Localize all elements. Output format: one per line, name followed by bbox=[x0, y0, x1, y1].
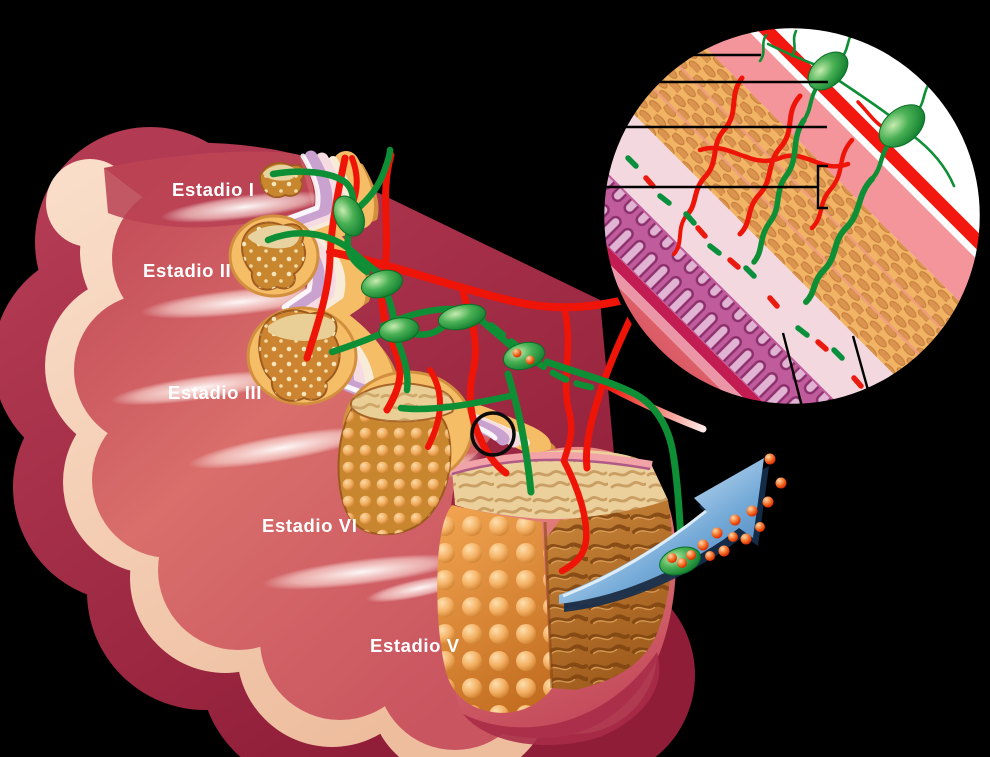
tumor5-corner-edge bbox=[543, 521, 554, 689]
lymph-vessel-dashed bbox=[466, 306, 605, 393]
lymph-vessel bbox=[384, 293, 398, 323]
tumor-cell bbox=[525, 355, 535, 365]
tumor5-mucosa-rim bbox=[450, 451, 653, 474]
layer-bracket bbox=[816, 164, 828, 210]
lymph-vessel bbox=[394, 338, 411, 394]
lymph-vessel bbox=[397, 392, 514, 413]
leader-line bbox=[781, 332, 818, 462]
label-stage-1: Estadio I bbox=[172, 179, 255, 200]
lymph-vessel bbox=[264, 230, 381, 276]
lymph-vessel-to-arrow bbox=[543, 358, 685, 550]
tumor-stage-3 bbox=[246, 306, 358, 406]
tumor5-top-texture bbox=[452, 450, 668, 520]
lymph-node bbox=[378, 317, 420, 343]
lymph-node bbox=[360, 269, 404, 299]
label-stage-3: Estadio III bbox=[168, 382, 262, 403]
inset-muscularis-line bbox=[603, 117, 896, 405]
tumor4-texture bbox=[338, 408, 451, 535]
artery-branch bbox=[583, 292, 645, 472]
artery-branch bbox=[378, 151, 404, 414]
inset-mucosa-folds bbox=[603, 81, 931, 405]
inset-lymph-nodes bbox=[758, 29, 956, 188]
label-stage-5: Estadio V bbox=[370, 635, 460, 656]
tumor5-mucosa-rim-line bbox=[451, 458, 651, 476]
tumor5-front-texture bbox=[437, 505, 552, 713]
inset-lymph-vessels bbox=[751, 117, 875, 305]
lymph-node bbox=[878, 104, 926, 148]
label-stage-2: Estadio II bbox=[143, 260, 231, 281]
metastasis-cells bbox=[667, 453, 787, 568]
inset-vessel-dashes bbox=[625, 155, 879, 405]
inset-mucosa-rim bbox=[603, 124, 888, 405]
colon-dome-shadow bbox=[463, 652, 660, 746]
artery-to-tumor5 bbox=[558, 307, 590, 575]
artery-branch bbox=[303, 154, 349, 362]
inset-muscle-texture bbox=[603, 27, 981, 405]
lymph-node-with-tumor-cells bbox=[502, 341, 546, 371]
colon-illustration bbox=[0, 127, 695, 757]
zoom-source-ring bbox=[470, 411, 516, 457]
stage-labels: Estadio I Estadio II Estadio III Estadio… bbox=[143, 179, 460, 656]
label-stage-4: Estadio VI bbox=[262, 515, 357, 536]
tumor-stage-1 bbox=[259, 162, 305, 199]
lymph-vessel bbox=[344, 227, 371, 276]
inset-subserosa-layer bbox=[626, 27, 981, 386]
magnified-wall-inset bbox=[601, 25, 989, 462]
leader-line bbox=[851, 335, 883, 438]
lymph-vessel bbox=[352, 146, 394, 214]
lymph-vessel-to-tumor5 bbox=[504, 370, 535, 496]
arrow-body bbox=[559, 458, 764, 604]
tumor-stage-5 bbox=[437, 446, 677, 746]
lymph-vessel-network bbox=[264, 146, 685, 550]
metastasis-arrow bbox=[559, 453, 787, 612]
inset-outline bbox=[601, 25, 983, 407]
lymph-node bbox=[333, 195, 365, 237]
tumor-cell bbox=[512, 348, 522, 358]
tumor4-cap-texture bbox=[350, 383, 454, 422]
lymph-vessel bbox=[269, 168, 357, 205]
tumor-stage-2 bbox=[228, 214, 320, 298]
arrow-highlight bbox=[562, 509, 707, 598]
lymph-node bbox=[807, 51, 849, 91]
lymph-node bbox=[437, 303, 487, 331]
